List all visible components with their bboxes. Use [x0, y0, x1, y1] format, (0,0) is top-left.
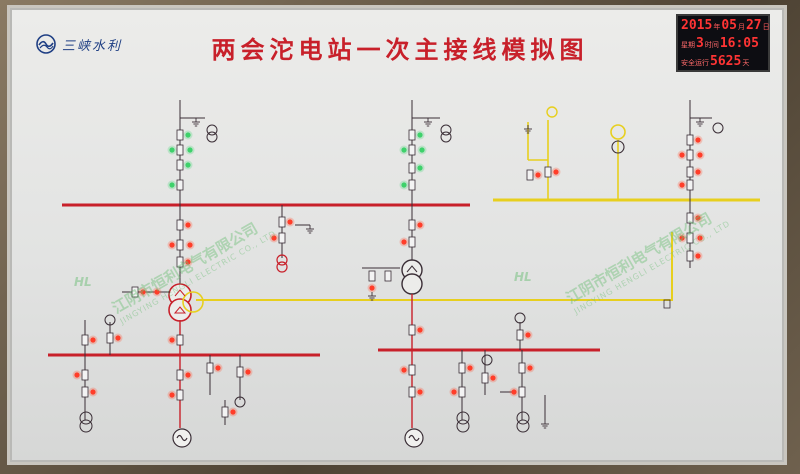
led-time-label: 时间 — [704, 41, 719, 49]
led-safe-label: 安全运行 — [681, 59, 709, 67]
led-time: 16:05 — [719, 36, 759, 51]
led-weekday: 3 — [696, 36, 704, 51]
company-logo: 三峡水利 — [36, 34, 122, 54]
aux-left — [122, 286, 170, 298]
feeder-right-column — [663, 100, 724, 309]
led-weekday-label: 星期 — [681, 41, 695, 49]
feeder-right-lower — [509, 312, 550, 433]
feeder-middle-lower — [449, 350, 515, 433]
feeder-middle-column — [399, 100, 452, 262]
feeder-left-lower — [72, 314, 253, 433]
watermark-brand-logo-right: HL — [514, 270, 532, 284]
led-safe-unit: 天 — [742, 59, 750, 67]
page-title: 两会沱电站一次主接线模拟图 — [211, 35, 589, 64]
led-year: 2015 — [681, 18, 713, 33]
main-transformer-middle — [401, 259, 423, 295]
led-month: 05 — [721, 18, 737, 33]
feeder-right-yellow-1 — [523, 106, 561, 200]
generator-2-icon — [404, 428, 424, 448]
three-gorges-wave-logo-icon — [36, 34, 56, 54]
led-safe-days: 5625 — [710, 54, 742, 69]
branch-mid-left — [269, 205, 315, 273]
logo-text: 三峡水利 — [62, 38, 123, 54]
led-date-row: 2015 年 05 月 27 日 — [681, 18, 770, 33]
led-day-unit: 日 — [762, 23, 770, 31]
feeder-right-yellow-2 — [610, 124, 626, 200]
led-safe-row: 安全运行 5625 天 — [681, 54, 765, 69]
led-clock-display: 2015 年 05 月 27 日 星期 3 时间 16:05 安全运行 5625… — [676, 14, 770, 72]
watermark-brand-left: HL — [74, 275, 92, 289]
led-month-unit: 月 — [737, 23, 745, 31]
generator-1-icon — [172, 428, 192, 448]
watermark-brand-right: HL — [514, 270, 532, 284]
tie-line-yellow — [196, 232, 673, 301]
led-day: 27 — [745, 18, 762, 33]
watermark-brand-logo-left: HL — [74, 275, 92, 289]
led-time-row: 星期 3 时间 16:05 — [681, 36, 765, 51]
aux-middle — [362, 267, 400, 301]
led-year-unit: 年 — [713, 23, 721, 31]
mimic-board — [10, 8, 784, 462]
